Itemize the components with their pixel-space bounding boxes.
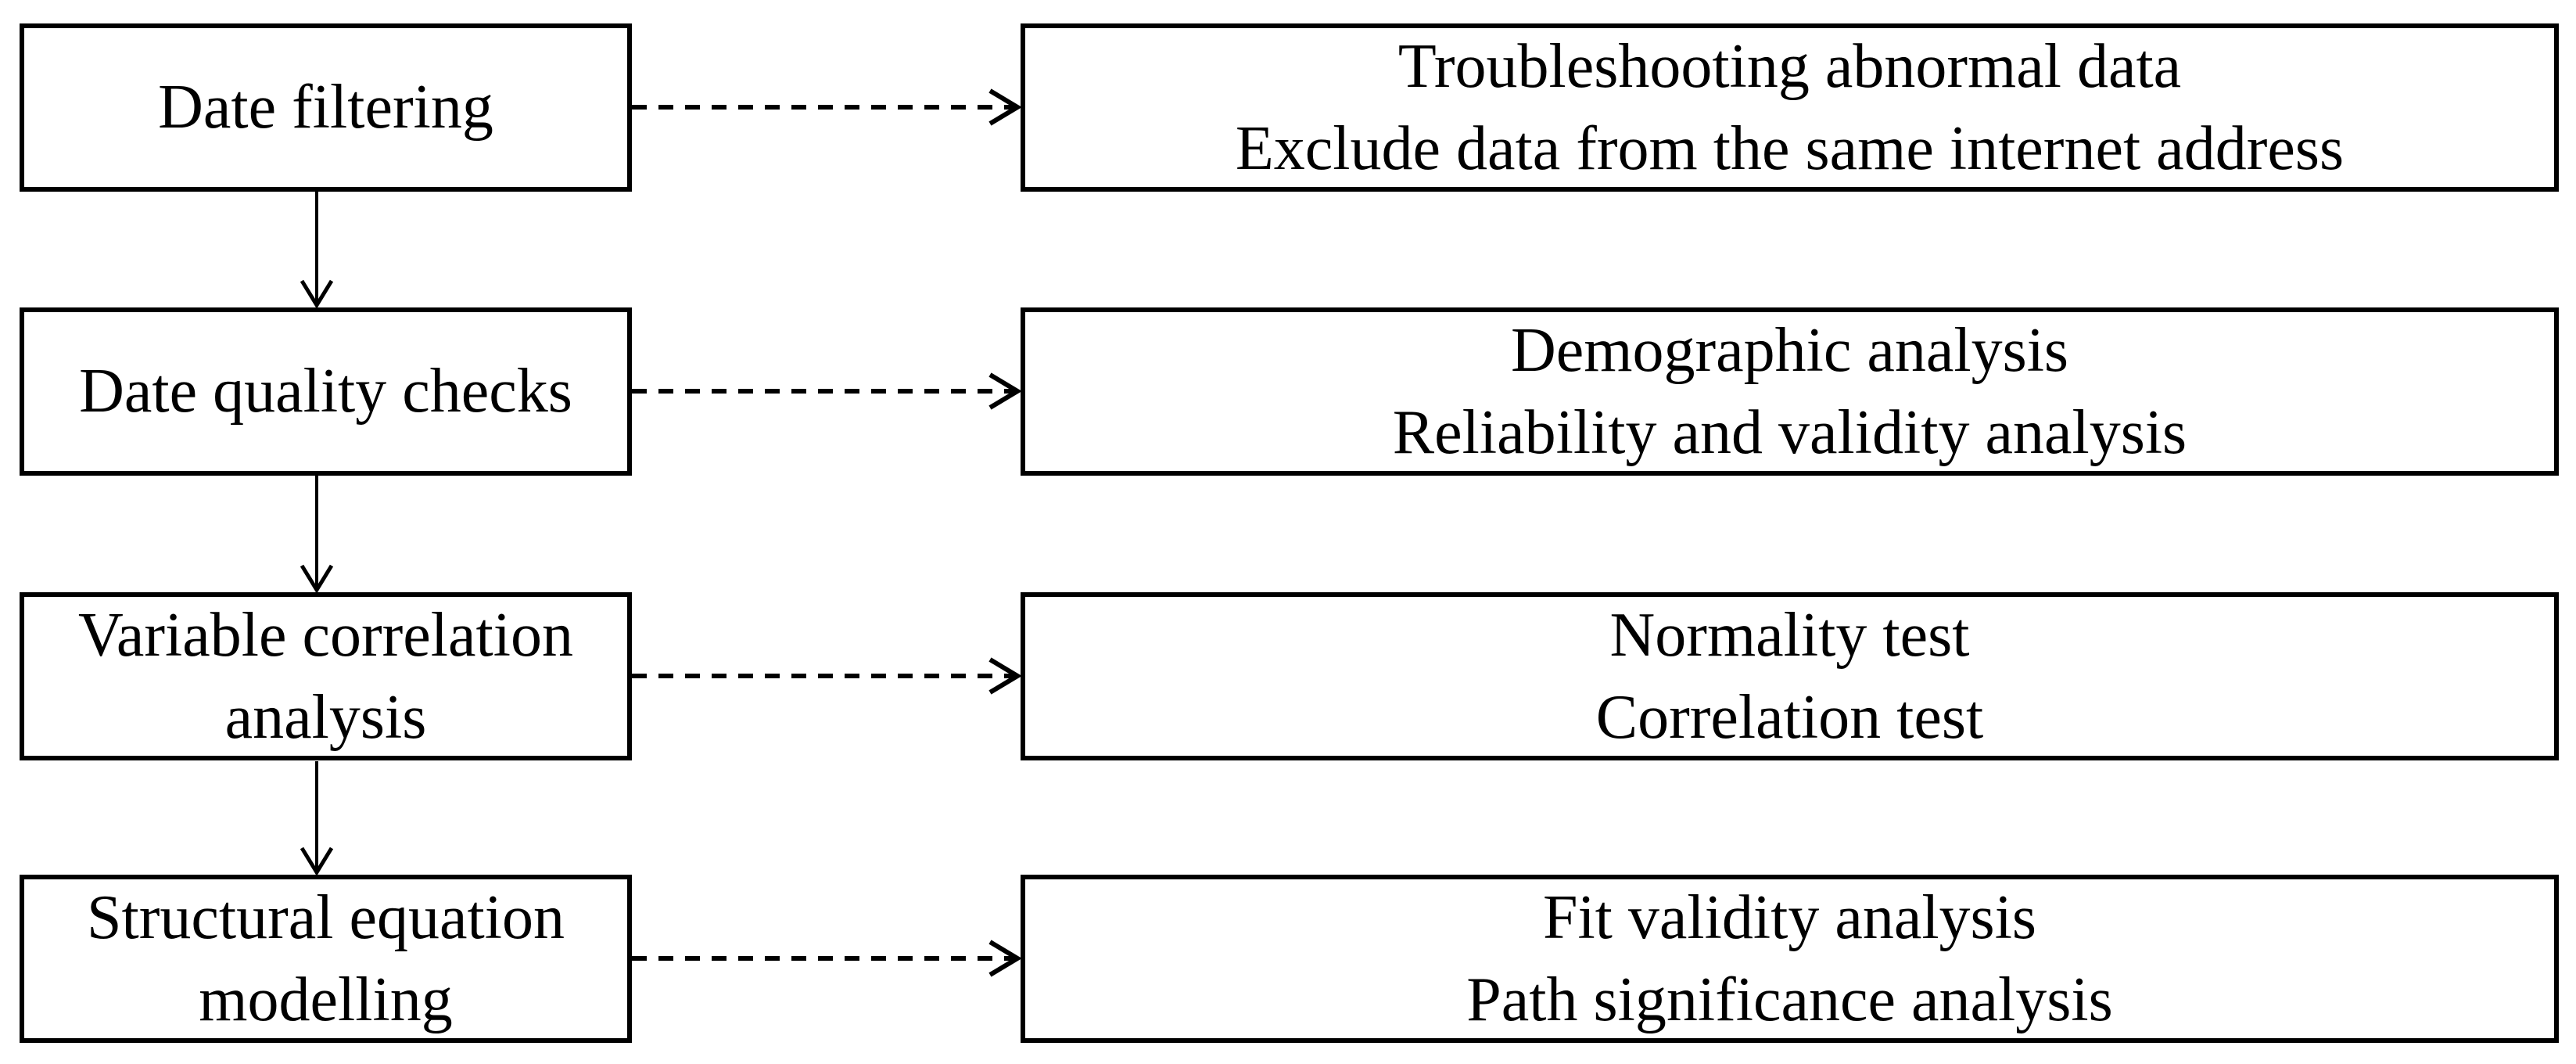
step-label-line1: Variable correlation xyxy=(77,600,573,670)
detail-label-line2: Reliability and validity analysis xyxy=(1392,397,2187,467)
dashed-arrow-right-icon xyxy=(632,372,1021,410)
step-box-structural-equation: Structural equation modelling xyxy=(20,875,632,1043)
dashed-arrow-head xyxy=(988,657,1021,695)
detail-label-line1: Fit validity analysis xyxy=(1542,882,2037,952)
step-box-variable-correlation: Variable correlation analysis xyxy=(20,592,632,760)
dashed-arrow-head xyxy=(988,88,1021,126)
detail-label-line1: Demographic analysis xyxy=(1510,315,2069,385)
detail-box-troubleshooting: Troubleshooting abnormal data Exclude da… xyxy=(1021,23,2559,192)
detail-label-line2: Exclude data from the same internet addr… xyxy=(1235,113,2345,183)
step-label-line2: modelling xyxy=(199,965,453,1034)
flow-row-3: Variable correlation analysis Normality … xyxy=(0,592,2576,760)
step-box-date-filtering: Date filtering xyxy=(20,23,632,192)
flow-row-4: Structural equation modelling Fit validi… xyxy=(0,875,2576,1043)
dashed-arrow-right-icon xyxy=(632,657,1021,695)
step-box-date-quality-checks: Date quality checks xyxy=(20,307,632,476)
detail-box-fit-validity: Fit validity analysis Path significance … xyxy=(1021,875,2559,1043)
dashed-arrow-right-icon xyxy=(632,88,1021,126)
step-label-line1: Date quality checks xyxy=(79,357,572,426)
step-label-line2: analysis xyxy=(224,682,427,752)
flow-row-2: Date quality checks Demographic analysis… xyxy=(0,307,2576,476)
down-arrow-head xyxy=(300,847,334,875)
detail-label-line1: Troubleshooting abnormal data xyxy=(1397,31,2182,101)
arrow-down-icon xyxy=(300,192,334,307)
detail-label-line2: Path significance analysis xyxy=(1466,965,2113,1034)
flow-row-1: Date filtering Troubleshooting abnormal … xyxy=(0,23,2576,192)
detail-label-line1: Normality test xyxy=(1609,600,1970,670)
detail-box-demographic: Demographic analysis Reliability and val… xyxy=(1021,307,2559,476)
down-arrow-head xyxy=(300,564,334,592)
step-label-line1: Date filtering xyxy=(158,73,493,142)
dashed-arrow-head xyxy=(988,372,1021,410)
dashed-arrow-head xyxy=(988,940,1021,977)
detail-label-line2: Correlation test xyxy=(1595,682,1984,752)
arrow-down-icon xyxy=(300,761,334,875)
detail-box-normality: Normality test Correlation test xyxy=(1021,592,2559,760)
arrow-down-icon xyxy=(300,476,334,592)
down-arrow-head xyxy=(300,279,334,307)
dashed-arrow-right-icon xyxy=(632,940,1021,977)
step-label-line1: Structural equation xyxy=(87,882,565,952)
